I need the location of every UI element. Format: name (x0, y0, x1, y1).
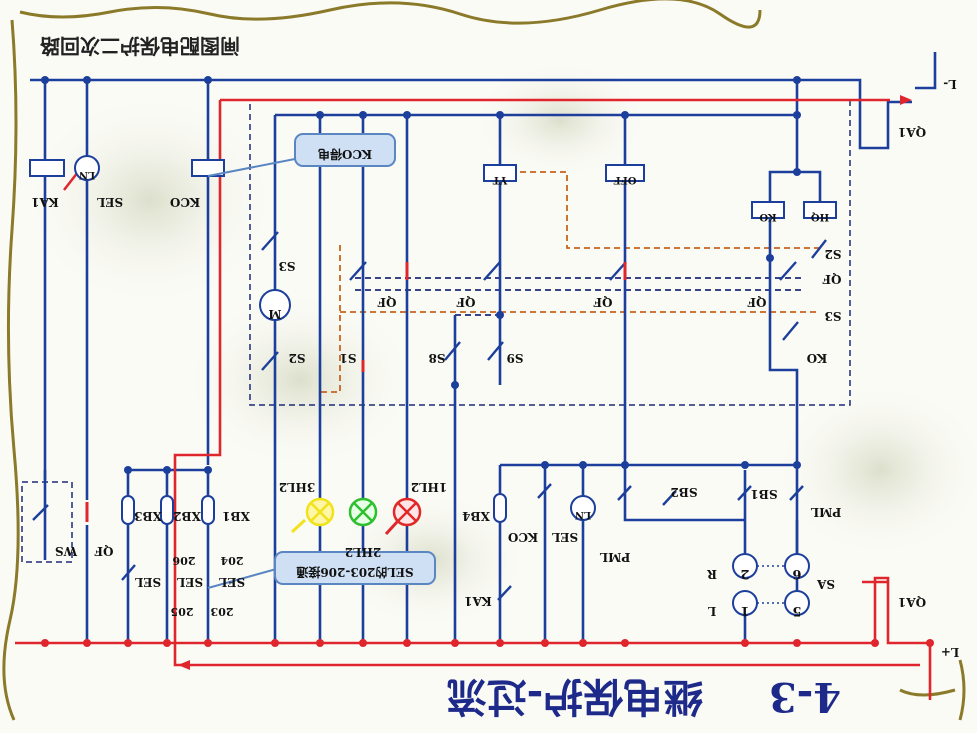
qf-label-4: QF (747, 295, 766, 309)
ln-indicator-top (74, 155, 100, 181)
sel-callout-text: SEL的203-206接通 (296, 565, 413, 580)
qa1-top-label: QA1 (898, 125, 926, 139)
kco-bottom-label: KCO (508, 530, 538, 544)
sb2-label: SB2 (670, 485, 697, 499)
switch-contacts (32, 231, 827, 601)
s3-right-label: S3 (824, 309, 841, 323)
ln-top-label: LN (79, 169, 95, 180)
bus-minus-label: L- (943, 77, 956, 91)
s2-right-label: S2 (824, 247, 841, 261)
background-decor (20, 60, 977, 630)
ko-coil (751, 201, 785, 219)
sb1-label: SB1 (750, 487, 777, 501)
decorative-border (2, 0, 966, 721)
ws-label: WS (55, 544, 78, 558)
ws-dashed-box (21, 481, 73, 563)
terminal-203: 203 (211, 605, 234, 618)
s8-label: S8 (428, 351, 445, 365)
sa-links (757, 565, 785, 604)
ko-right-label: KO (807, 351, 828, 365)
ko-box-label: KO (759, 211, 776, 222)
lamp-2hl2-label: 2HL2 (345, 545, 381, 559)
terminal-204: 204 (220, 554, 243, 567)
ka1-bottom-label: KA1 (464, 594, 492, 608)
qf-label-5: QF (822, 272, 841, 286)
yt-coil (483, 164, 517, 182)
xb2-label: XB2 (173, 509, 201, 523)
motor-label: M (268, 307, 281, 321)
hq-box-label: HQ (811, 211, 829, 222)
ka1-arrow (63, 171, 79, 191)
lamps (290, 497, 422, 536)
pml-left-label: PML (599, 550, 630, 564)
kco-top-label: KCO (170, 195, 200, 209)
terminal-205: 205 (171, 605, 194, 618)
s3-left-label: S3 (278, 259, 295, 273)
l-terminal-label: L (707, 604, 716, 618)
sel-top-label: SEL (96, 195, 123, 209)
s2-left-label: S2 (288, 351, 305, 365)
terminal-206: 206 (172, 554, 195, 567)
off-label: OFF (614, 174, 637, 185)
junction-dots (41, 76, 801, 564)
sel-204-label: SEL (218, 575, 245, 589)
sa-label: SA (816, 577, 835, 591)
ka1-coil (29, 159, 65, 177)
ln-indicator-bottom (570, 495, 596, 521)
pml-right-label: PML (810, 505, 841, 519)
off-coil (605, 164, 645, 182)
kco-callout-text: KCO得电 (318, 147, 372, 162)
ka1-top-label: KA1 (31, 195, 59, 209)
s9-label: S9 (506, 351, 523, 365)
qf-label-1: QF (377, 295, 396, 309)
header-text: 闸图配电保护二次回路 (39, 34, 240, 58)
lamp-1hl2-label: 1HL2 (411, 480, 447, 494)
qf-label-2: QF (456, 295, 475, 309)
r-terminal-label: R (706, 567, 717, 581)
component-labels: KCO得电 SEL的203-206接通 L- L+ QA1 QA1 KA1 SE… (31, 77, 959, 659)
xb4-label: XB4 (462, 509, 490, 523)
fuse-marks (85, 262, 627, 522)
xb-connectors (121, 493, 507, 525)
hq-coil (803, 201, 837, 219)
sa-contact-6: 6 (792, 566, 801, 581)
qa1-bottom-label: QA1 (898, 595, 926, 609)
sa-contact-1: 1 (740, 603, 749, 618)
sel-205-label: SEL (176, 575, 203, 589)
xb3-label: XB3 (134, 509, 162, 523)
red-wiring (15, 98, 932, 700)
kco-callout (207, 133, 396, 177)
mechanical-linkages (320, 171, 820, 393)
xb1-label: XB1 (222, 509, 250, 523)
sa-contact-5: 5 (792, 603, 801, 618)
lamp-3hl2-label: 3HL2 (279, 480, 315, 494)
ln-bottom-label: LN (575, 509, 591, 520)
footer-number: 4-3 (769, 673, 841, 720)
qf-label-3: QF (593, 295, 612, 309)
sel-bottom-label: SEL (551, 530, 578, 544)
qf-bottom-label: QF (94, 544, 113, 558)
blue-wiring (30, 52, 937, 640)
sa-contact-2: 2 (740, 566, 749, 581)
footer-title: 继电保护-过流 (447, 673, 704, 720)
sel-203-label: SEL (134, 575, 161, 589)
yt-label: YT (492, 174, 508, 185)
sel-callout (207, 551, 436, 589)
flow-arrows (178, 95, 912, 670)
motor (259, 289, 291, 321)
bus-plus-label: L+ (941, 645, 960, 659)
red-junction-dots (41, 639, 934, 647)
s1-label: S1 (339, 351, 356, 365)
